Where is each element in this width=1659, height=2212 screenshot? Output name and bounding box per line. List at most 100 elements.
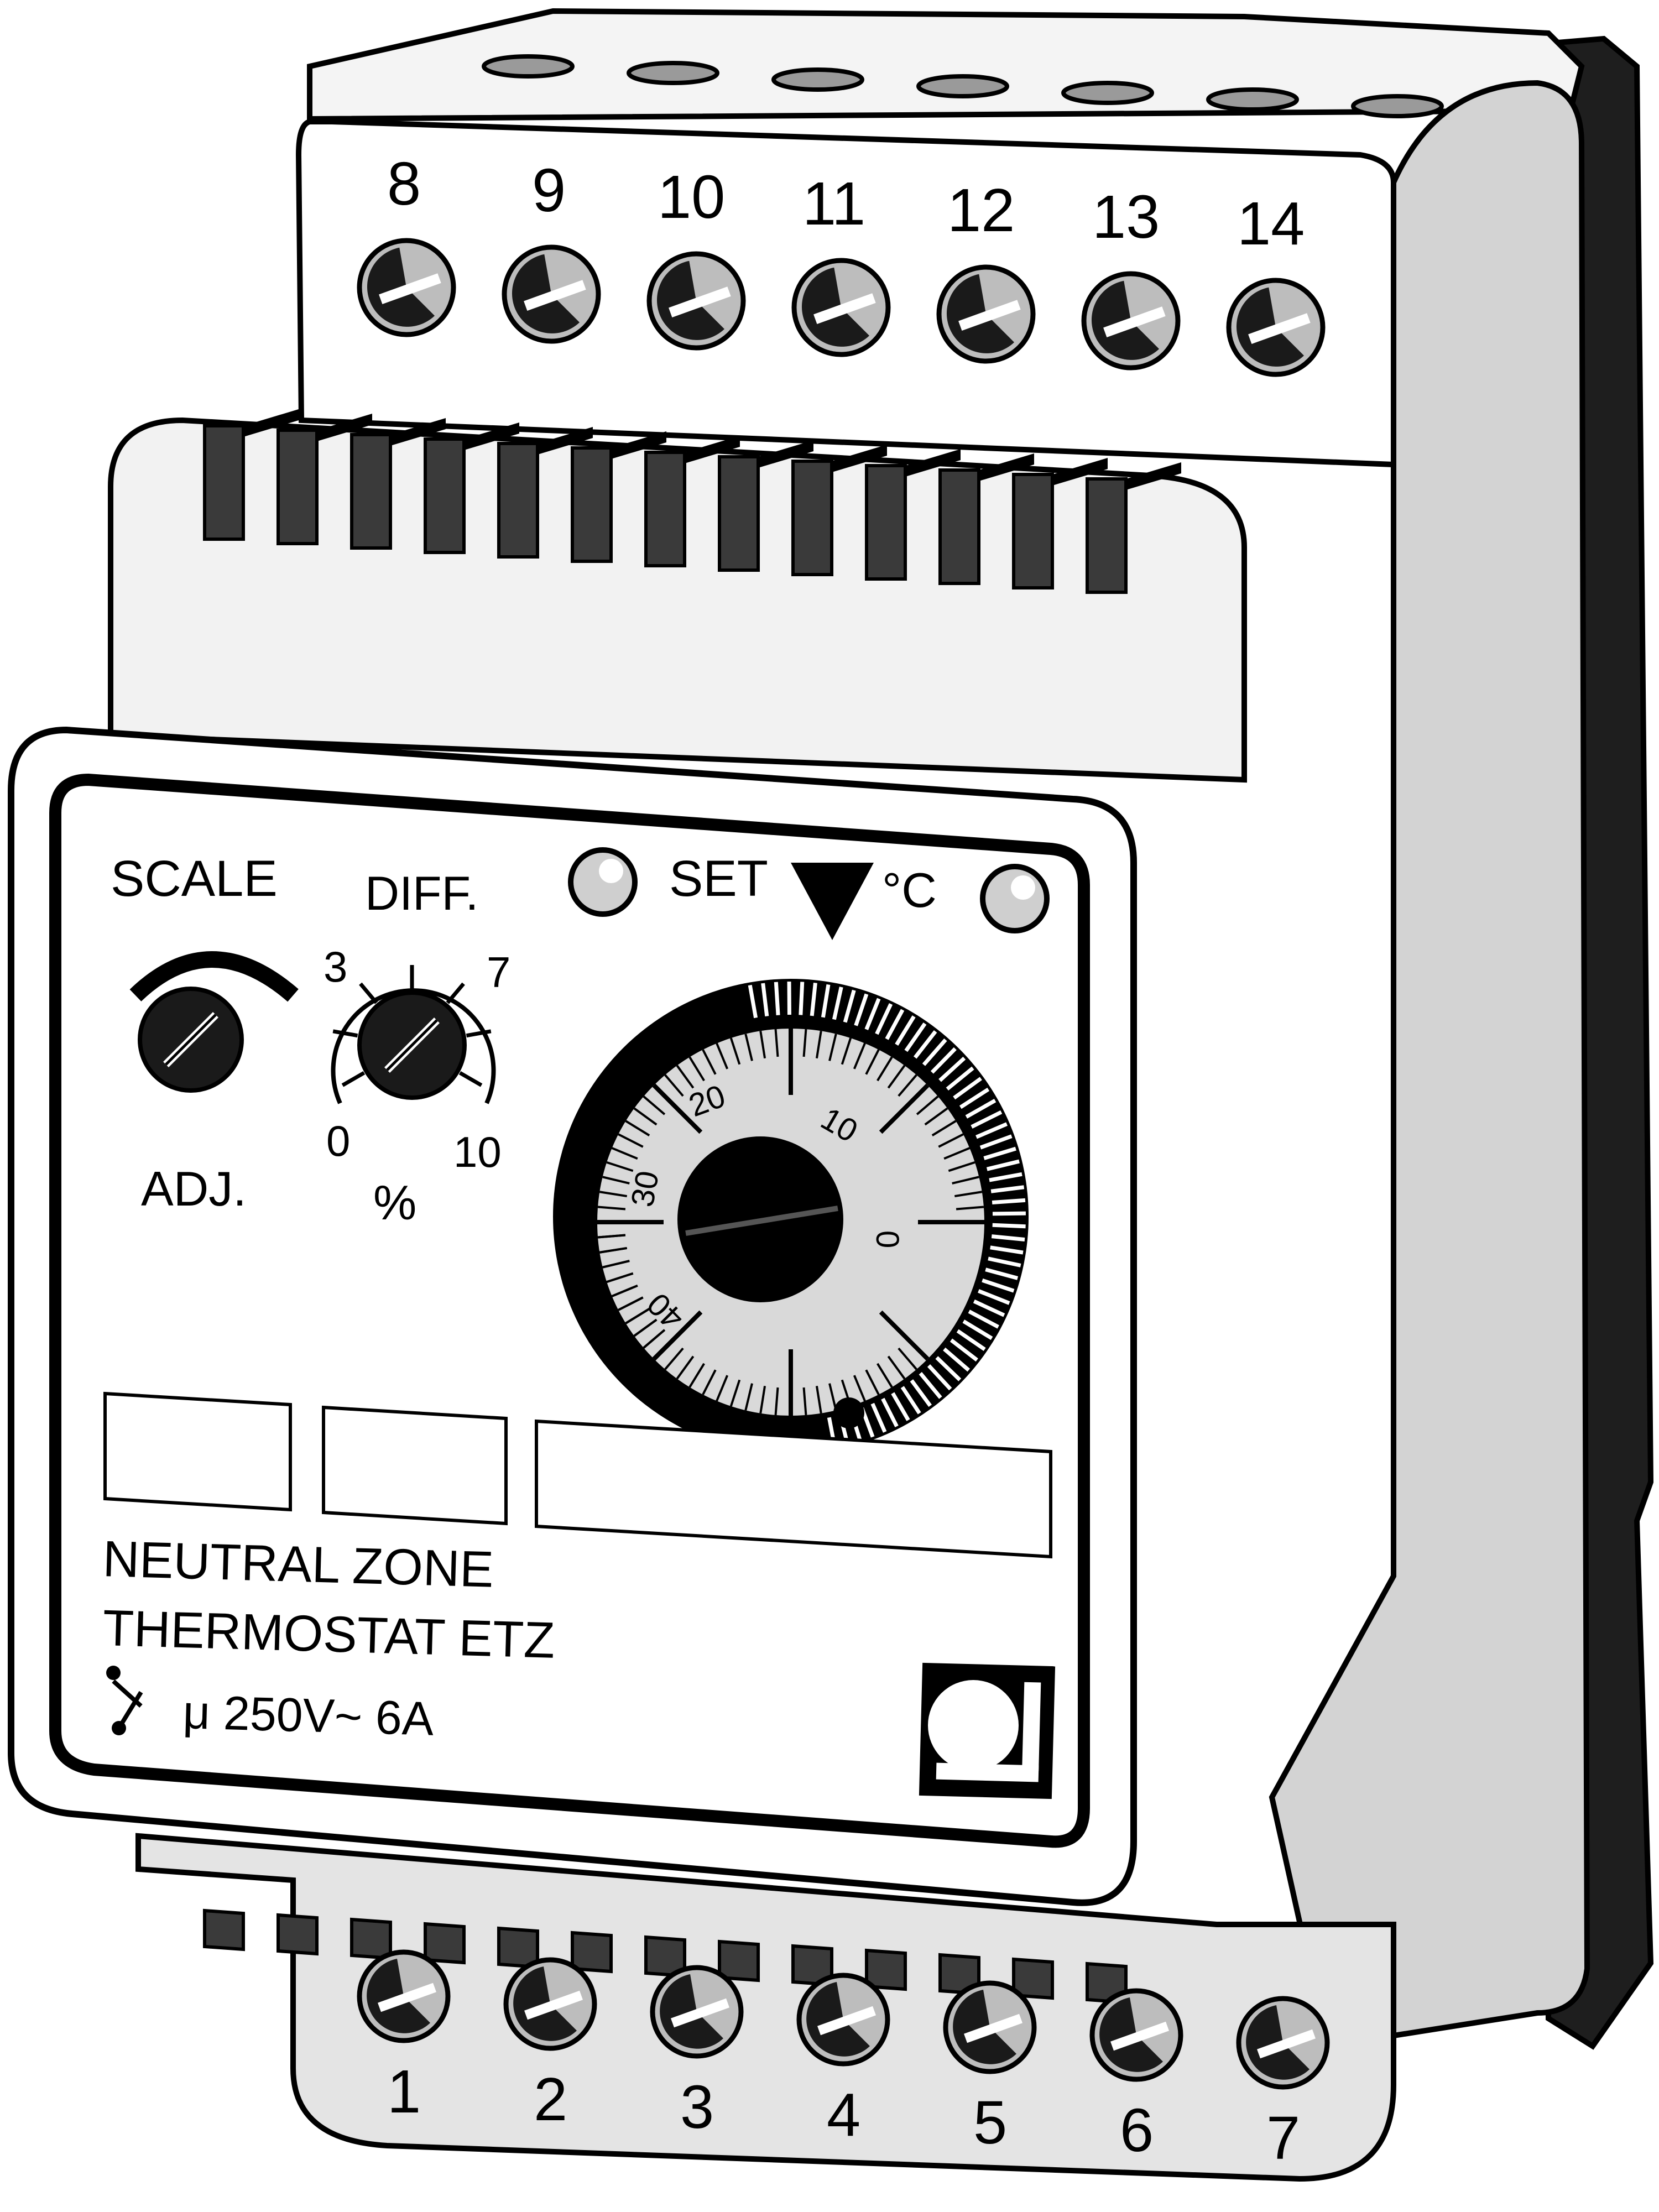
dial-tick — [602, 1260, 630, 1269]
screw-icon[interactable] — [1236, 1996, 1330, 2090]
vent-slot — [350, 433, 392, 550]
dial-tick — [879, 1310, 930, 1361]
diff-knob[interactable] — [331, 965, 496, 1104]
dial-tick — [828, 1034, 837, 1061]
dial-tick — [729, 1037, 741, 1065]
screw-icon[interactable] — [502, 244, 601, 344]
dial-tick — [652, 1310, 703, 1361]
dial-tick — [633, 1318, 658, 1337]
screw-icon[interactable] — [357, 238, 456, 337]
vent-slot-edge — [1052, 458, 1108, 486]
vent-slot — [718, 455, 760, 572]
dial-tick — [759, 1030, 766, 1059]
dial-knurl-line — [748, 984, 758, 1019]
dial-tick — [688, 1363, 705, 1388]
dial-knurl-line — [956, 1329, 986, 1351]
dial-tick — [954, 1191, 983, 1198]
dial-knurl-line — [854, 993, 869, 1026]
dial-knurl-line — [962, 1319, 993, 1340]
terminal-number: 6 — [1120, 2096, 1154, 2164]
dial-knurl-line — [821, 984, 831, 1018]
dial-knurl-line — [832, 987, 843, 1020]
terminal-slot — [1206, 87, 1299, 112]
screw-icon[interactable] — [943, 1980, 1037, 2074]
screw-icon[interactable] — [357, 1949, 451, 2043]
vent-slot — [203, 424, 245, 541]
dial-knurl-line — [986, 1159, 1020, 1171]
vent-slot-edge — [685, 436, 740, 463]
terminal-number: 9 — [532, 156, 566, 225]
terminal-number: 3 — [680, 2073, 714, 2141]
dial-knurl-line — [917, 1371, 942, 1399]
diff-tick-7: 7 — [487, 948, 510, 997]
dial-tick — [618, 1133, 644, 1148]
adj-screw[interactable] — [138, 987, 244, 1093]
diff-label: DIFF. — [365, 867, 478, 920]
dial-tick — [611, 1147, 638, 1160]
label-window-3 — [535, 1419, 1052, 1559]
dial-tick — [841, 1037, 852, 1065]
vent-slot — [571, 1931, 613, 1974]
terminal-number: 4 — [827, 2081, 860, 2149]
scale-label: SCALE — [111, 851, 278, 907]
terminal-number: 5 — [973, 2089, 1007, 2157]
screw-icon[interactable] — [646, 251, 746, 351]
dial-knurl-line — [926, 1363, 952, 1391]
dial-knurl-line — [942, 1347, 971, 1372]
vent-slots — [203, 409, 1181, 594]
screw-icon[interactable] — [791, 258, 891, 357]
terminal-number: 8 — [387, 150, 421, 218]
dial-tick — [702, 1369, 717, 1395]
dial-tick — [625, 1308, 650, 1324]
dial-tick — [853, 1375, 866, 1402]
vent-slot-edge — [905, 449, 961, 477]
diff-tick-10: 10 — [453, 1128, 502, 1176]
vent-slot-edge — [464, 422, 519, 450]
dial-tick — [599, 1191, 628, 1198]
dial-number: 0 — [869, 1230, 905, 1248]
dial-tick — [774, 1029, 779, 1057]
screw-icon[interactable] — [503, 1957, 597, 2051]
terminal-slot — [1061, 81, 1154, 105]
dial-tick — [664, 1347, 684, 1370]
diff-tick-mark — [458, 1071, 483, 1087]
dial-tick — [877, 1056, 893, 1082]
dial-tick — [716, 1375, 729, 1402]
dial-knurl-line — [985, 1267, 1019, 1280]
dial-tick — [853, 1042, 866, 1070]
dial-knurl-line — [992, 1211, 1026, 1216]
dial-stop-pin — [833, 1397, 864, 1428]
housing-side — [1269, 80, 1590, 2049]
vent-slot — [718, 1939, 760, 1983]
dial-knurl-line — [895, 1015, 916, 1046]
dial-tick — [815, 1030, 822, 1059]
vent-slot-edge — [832, 445, 887, 472]
dial-tick — [606, 1161, 634, 1172]
product-line-2: THERMOSTAT ETZ — [102, 1600, 555, 1669]
dial-knurl-line — [992, 1198, 1026, 1205]
terminal-slot — [482, 54, 575, 79]
terminal-number: 13 — [1092, 183, 1160, 251]
dial-knurl-line — [950, 1338, 978, 1362]
screw-icon[interactable] — [1089, 1988, 1183, 2082]
dial-knurl-line — [843, 989, 856, 1023]
dial-tick — [916, 1095, 939, 1115]
unit-label: °C — [882, 863, 937, 917]
dial-tick — [676, 1355, 695, 1380]
vent-slot-edge — [538, 427, 593, 455]
screw-icon[interactable] — [650, 1965, 744, 2059]
screw-icon[interactable] — [1081, 271, 1181, 371]
screw-icon[interactable] — [936, 264, 1036, 364]
triangle-down-icon — [791, 863, 874, 940]
dial-knurl-line — [922, 1038, 947, 1066]
screw-icon[interactable] — [796, 1973, 890, 2067]
dial-tick — [887, 1065, 906, 1089]
terminal-slot — [627, 61, 719, 85]
terminal-number: 11 — [802, 170, 865, 238]
screw-icon[interactable] — [1226, 278, 1326, 377]
dial-tick — [828, 1383, 837, 1411]
terminal-number: 1 — [387, 2058, 421, 2126]
dial-knurl-line — [992, 1223, 1026, 1229]
vent-slot — [424, 1922, 466, 1965]
